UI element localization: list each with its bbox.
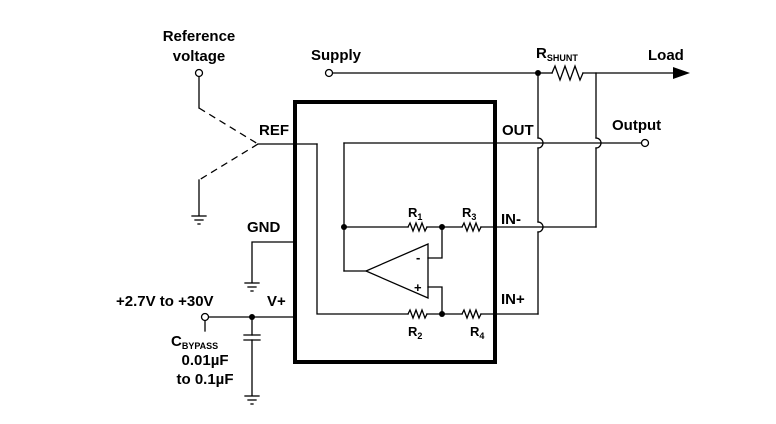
cbypass-label: CBYPASS [171,333,218,351]
gnd-ground-icon [244,282,260,292]
gnd-wire [251,241,296,283]
r3-resistor [461,221,482,233]
ic-package-outline [293,100,497,364]
opamp-inverting-input-wire [427,226,443,259]
output-terminal [640,138,650,148]
r1-label: R1 [408,205,422,222]
supply-label: Supply [311,47,362,64]
r4-resistor [461,308,482,320]
v-plus-pin-label: V+ [267,293,286,310]
opamp-noninverting-input-wire [427,286,443,315]
in-plus-pin-label: IN+ [501,291,525,308]
supply-range-label: +2.7V to +30V [116,293,214,310]
r3-label: R3 [462,205,476,222]
out-pin-label: OUT [502,122,534,139]
reference-voltage-label-line1: Reference [163,28,236,45]
reference-voltage-label-line2: voltage [173,48,226,65]
ref-ground-icon [191,215,207,225]
cbypass-value-line2: to 0.1µF [177,371,234,388]
output-label: Output [612,117,661,134]
rshunt-label: RSHUNT [536,45,578,63]
r2-resistor [407,308,428,320]
opamp-noninverting-sign: + [414,280,422,295]
in-minus-pin-label: IN- [501,211,521,228]
opamp-triangle [364,243,429,299]
cbypass-value-line1: 0.01µF [182,352,229,369]
load-arrow-icon [673,67,690,79]
supply-terminal [324,68,334,78]
ref-internal-wire [316,143,409,315]
reference-terminal [194,68,204,78]
rshunt-resistor [551,64,584,82]
vplus-terminal [200,312,210,322]
ref-switch-upper-dashed [198,107,259,145]
opamp-inverting-sign: - [416,250,420,265]
gnd-pin-label: GND [247,219,281,236]
r1-resistor [407,221,428,233]
ref-pin-label: REF [259,122,289,139]
ref-switch-lower-dashed [198,143,259,181]
r4-label: R4 [470,324,484,341]
cbypass-ground-icon [244,395,260,405]
load-label: Load [648,47,684,64]
r2-label: R2 [408,324,422,341]
